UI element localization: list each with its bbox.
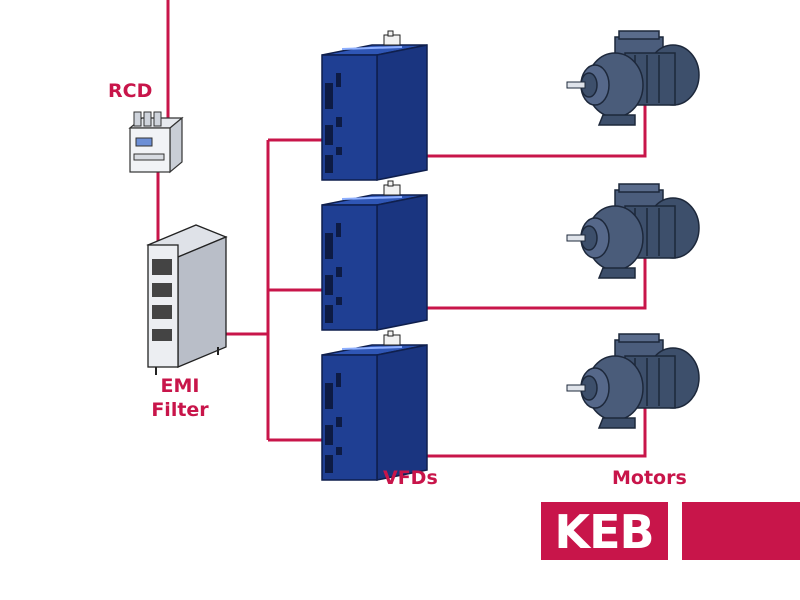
label-emi-line1: EMI <box>161 375 200 397</box>
label-vfds: VFDs <box>383 467 438 489</box>
motor-3 <box>566 333 700 429</box>
vfd-2 <box>321 180 428 331</box>
vfd-1 <box>321 30 428 181</box>
motor-2 <box>566 183 700 279</box>
label-motors: Motors <box>612 467 687 489</box>
logo-text: KEB <box>554 505 653 559</box>
vfd-3 <box>321 330 428 481</box>
label-rcd: RCD <box>108 80 152 102</box>
keb-logo: KEB <box>541 502 800 560</box>
circuit-breaker-icon <box>128 111 184 174</box>
label-emi-line2: Filter <box>151 399 209 421</box>
emi-filter-icon <box>146 224 228 375</box>
motor-1 <box>566 30 700 126</box>
